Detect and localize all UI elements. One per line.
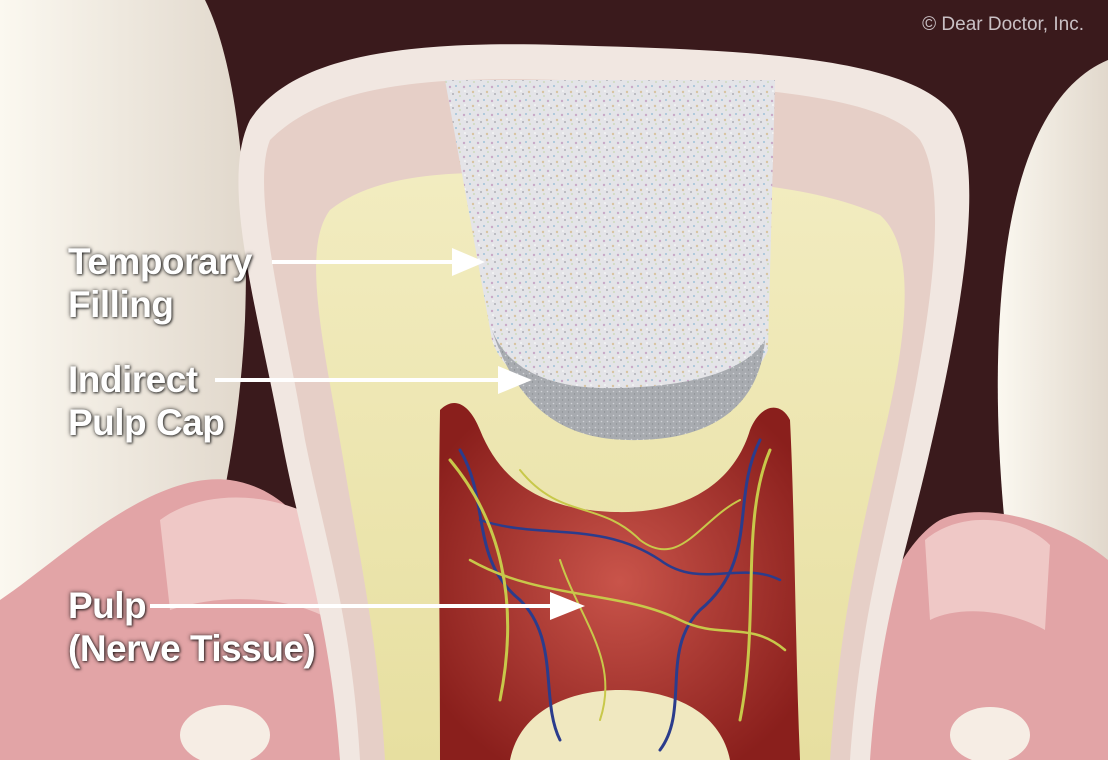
indirect-pulp-cap-label: Indirect Pulp Cap: [68, 358, 224, 444]
pulp-label: Pulp (Nerve Tissue): [68, 584, 315, 670]
indirect-pulp-cap-label-line2: Pulp Cap: [68, 401, 224, 444]
temporary-filling-label-line1: Temporary: [68, 240, 252, 283]
indirect-pulp-cap-label-line1: Indirect: [68, 358, 224, 401]
temporary-filling-label-line2: Filling: [68, 283, 252, 326]
pulp-label-line2: (Nerve Tissue): [68, 627, 315, 670]
copyright-credit: © Dear Doctor, Inc.: [922, 14, 1084, 36]
temporary-filling-label: Temporary Filling: [68, 240, 252, 326]
pulp-label-line1: Pulp: [68, 584, 315, 627]
